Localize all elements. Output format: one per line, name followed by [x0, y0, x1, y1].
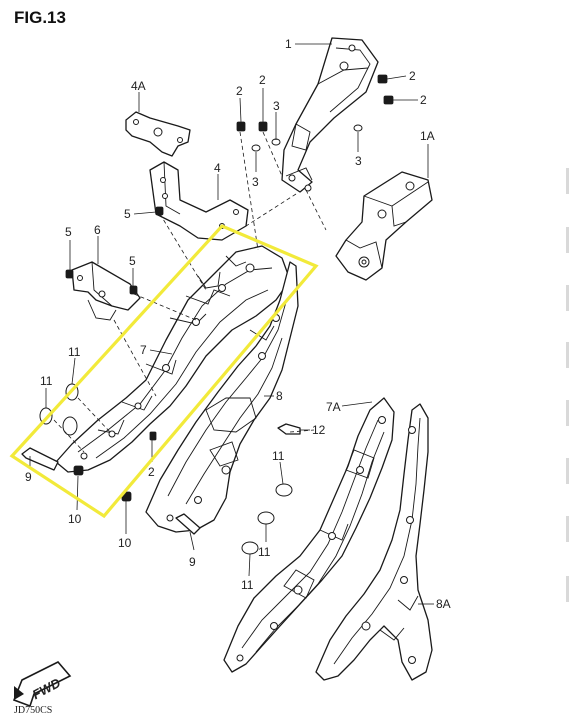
part-7-inner-subframe [55, 245, 291, 473]
page-edge-marks [566, 168, 569, 602]
callout-8a: 8A [436, 597, 451, 611]
callout-2-lower: 2 [148, 465, 155, 479]
callout-5-upper: 5 [124, 207, 131, 221]
part-8-outer-frame [145, 261, 299, 533]
leader-lines [29, 43, 434, 605]
part-4a-mounting-plate [125, 111, 191, 157]
callout-2-right-top: 2 [409, 69, 416, 83]
callout-1: 1 [285, 37, 292, 51]
alignment-dashed-lines [53, 131, 327, 453]
callout-1a: 1A [420, 129, 435, 143]
callout-12: 12 [312, 423, 326, 437]
bolt-9-set [21, 447, 201, 535]
callout-10-lower: 10 [118, 536, 132, 550]
figure-title: FIG.13 [14, 8, 66, 27]
callout-4: 4 [214, 161, 221, 175]
callout-2-mid: 2 [259, 73, 266, 87]
callout-2-left: 2 [236, 84, 243, 98]
callout-9-lower: 9 [189, 555, 196, 569]
footer-model-code: JD750CS [14, 705, 53, 716]
callout-7: 7 [140, 343, 147, 357]
callout-11-lower-right: 11 [258, 545, 271, 559]
part-1a-side-mount-bracket [335, 171, 433, 281]
part-8a-right-outer-frame [315, 403, 433, 681]
callout-3-right: 3 [355, 154, 362, 168]
bolt-2-set [149, 74, 394, 441]
part-1-upper-mount-bracket [281, 37, 379, 193]
fwd-direction-badge: FWD [12, 661, 72, 708]
callout-11-bottom: 11 [241, 578, 254, 592]
callout-labels: 1 2 2 2 2 2 3 3 3 4 4A 1A 5 5 5 6 7 7A 8… [25, 37, 451, 611]
nut-10-set [73, 465, 132, 502]
part-6-left-bracket [71, 261, 141, 321]
callout-8: 8 [276, 389, 283, 403]
washer-3-set [251, 124, 363, 152]
bolt-5-set [65, 206, 164, 295]
callout-11-left: 11 [40, 374, 53, 388]
highlight-box-part-7 [9, 224, 319, 519]
callout-11-top: 11 [68, 345, 81, 359]
callout-2-right-mid: 2 [420, 93, 427, 107]
callout-10-left: 10 [68, 512, 82, 526]
callout-4a: 4A [131, 79, 146, 93]
callout-7a: 7A [326, 400, 341, 414]
callout-3-left: 3 [252, 175, 259, 189]
part-4-center-bracket [149, 161, 249, 241]
callout-3-upper: 3 [273, 99, 280, 113]
screw-12 [277, 423, 301, 435]
callout-6: 6 [94, 223, 101, 237]
callout-5-left: 5 [65, 225, 72, 239]
callout-9-left: 9 [25, 470, 32, 484]
callout-11-mid: 11 [272, 449, 285, 463]
callout-5-right: 5 [129, 254, 136, 268]
part-7a-right-inner-frame [223, 397, 395, 673]
